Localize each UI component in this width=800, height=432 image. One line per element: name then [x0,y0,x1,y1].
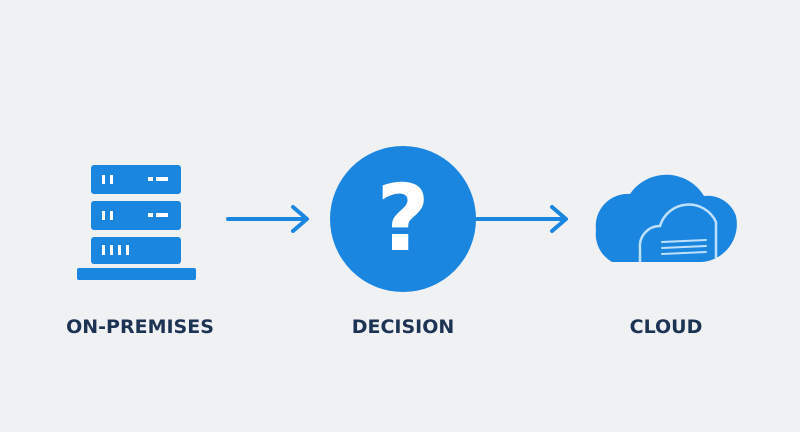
decision-circle [330,146,476,292]
server-unit-1 [91,165,181,194]
cloud-inner-outline [638,203,718,262]
label-decision: DECISION [351,316,455,338]
cloud-icon [595,174,737,262]
arrow-decision-to-cloud [474,205,568,233]
server-unit-2 [91,201,181,230]
arrow-onprem-to-decision [226,205,309,233]
server-rack-icon [77,165,196,280]
question-mark-icon: ? [376,165,429,272]
server-base [77,268,196,280]
server-unit-3 [91,237,181,264]
label-cloud: CLOUD [629,316,703,338]
decision-node: ? [330,146,476,292]
label-on-premises: ON-PREMISES [66,316,214,338]
